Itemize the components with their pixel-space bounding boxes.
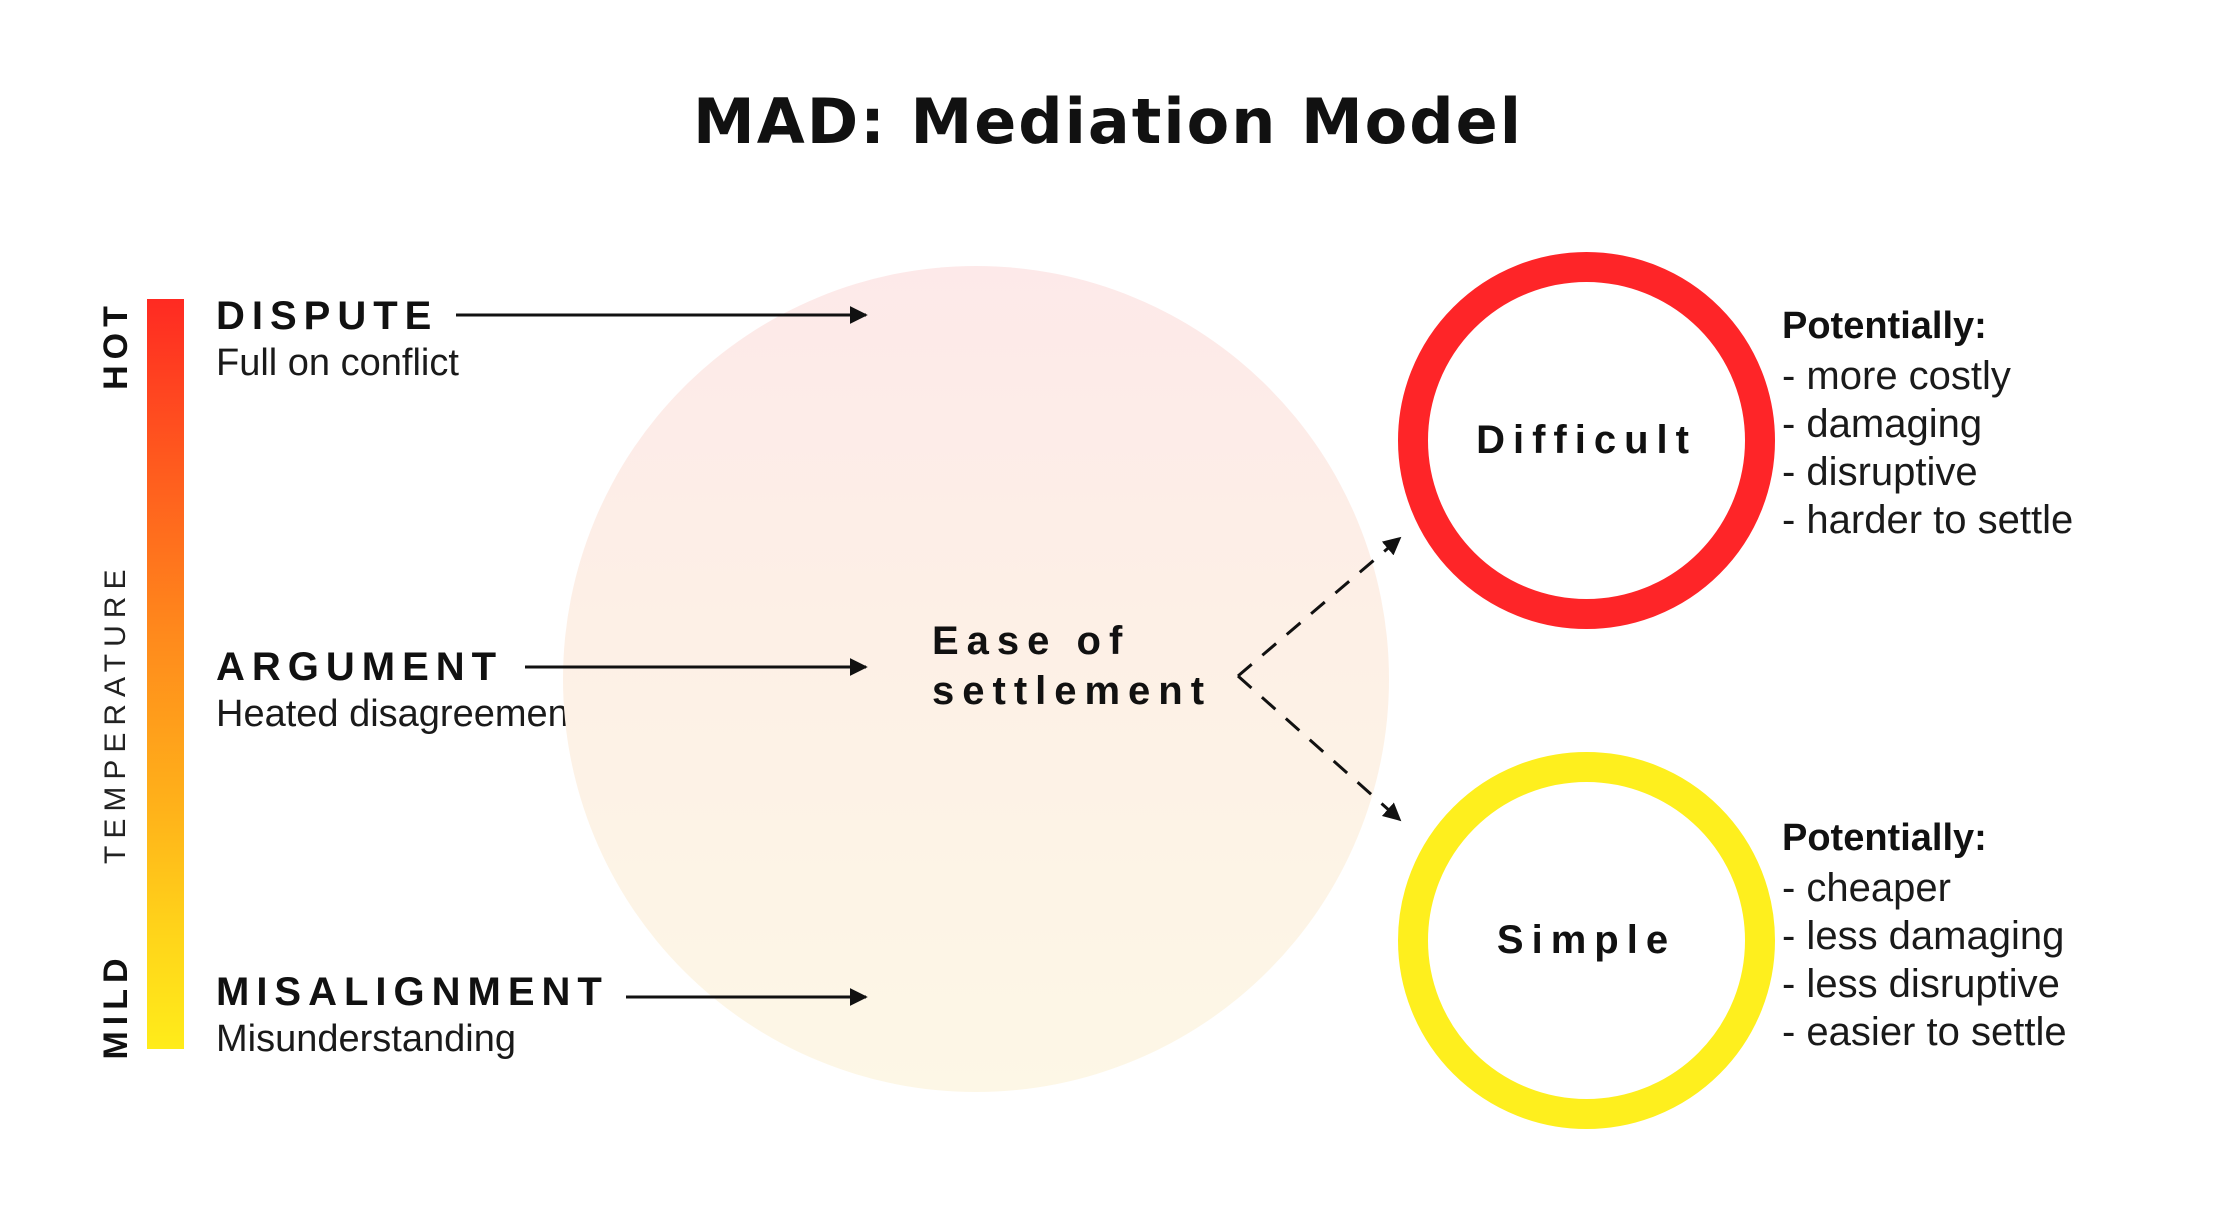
ease-label-line-1: Ease of bbox=[932, 619, 1131, 663]
simple-notes: Potentially: - cheaper - less damaging -… bbox=[1782, 812, 2067, 1056]
to-difficult-dashed-arrow bbox=[1237, 536, 1402, 678]
notes-item: - more costly bbox=[1782, 354, 2011, 398]
level-argument: ARGUMENT Heated disagreement bbox=[216, 644, 579, 738]
simple-outcome-label: Simple bbox=[1496, 918, 1677, 962]
difficult-notes: Potentially: - more costly - damaging - … bbox=[1782, 300, 2073, 544]
notes-title: Potentially: bbox=[1782, 817, 1987, 859]
difficult-outcome-label: Difficult bbox=[1476, 418, 1697, 462]
level-dispute: DISPUTE Full on conflict bbox=[216, 293, 459, 387]
level-heading: ARGUMENT bbox=[216, 645, 504, 689]
level-description: Misunderstanding bbox=[216, 1018, 516, 1060]
notes-item: - harder to settle bbox=[1782, 498, 2074, 542]
level-heading: DISPUTE bbox=[216, 294, 439, 338]
notes-item: - cheaper bbox=[1782, 866, 1951, 910]
level-misalignment: MISALIGNMENT Misunderstanding bbox=[216, 969, 609, 1063]
notes-item: - easier to settle bbox=[1782, 1010, 2067, 1054]
notes-item: - damaging bbox=[1782, 402, 1983, 446]
to-simple-dashed-arrow bbox=[1237, 674, 1402, 822]
diagram-title: MAD: Mediation Model bbox=[693, 85, 1523, 158]
ease-of-settlement-circle bbox=[563, 266, 1389, 1092]
notes-item: - disruptive bbox=[1782, 450, 1978, 494]
level-heading: MISALIGNMENT bbox=[216, 970, 609, 1014]
ease-of-settlement-label: Ease of settlement bbox=[932, 616, 1212, 716]
notes-title: Potentially: bbox=[1782, 305, 1987, 347]
notes-item: - less damaging bbox=[1782, 914, 2065, 958]
temperature-gradient-bar bbox=[147, 299, 184, 1049]
ease-label-line-2: settlement bbox=[932, 669, 1213, 713]
notes-item: - less disruptive bbox=[1782, 962, 2060, 1006]
level-description: Heated disagreement bbox=[216, 693, 580, 735]
level-description: Full on conflict bbox=[216, 342, 459, 384]
